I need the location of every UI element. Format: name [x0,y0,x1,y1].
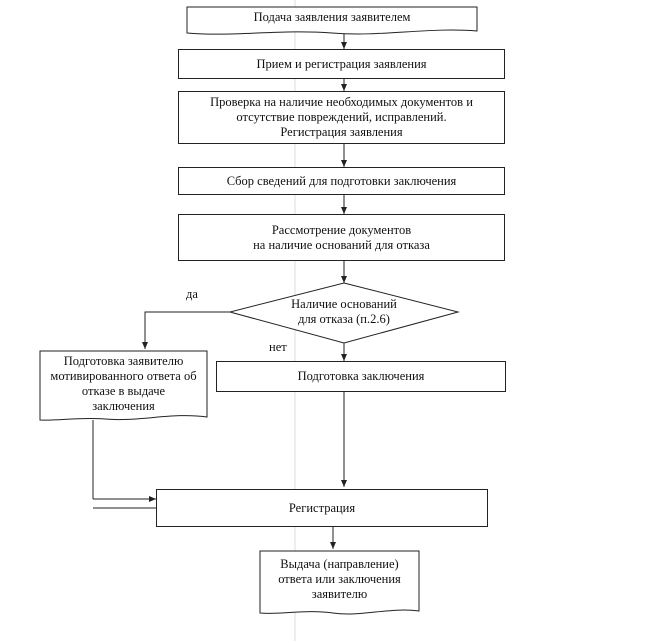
step-receive: Прием и регистрация заявления [178,49,505,79]
arrow-yes-branch [142,311,230,349]
step-check: Проверка на наличие необходимых документ… [178,91,505,144]
step-refusal: Подготовка заявителю мотивированного отв… [50,354,197,413]
label-yes: да [186,287,198,301]
step-review: Рассмотрение документов на наличие основ… [178,214,505,261]
step-collect: Сбор сведений для подготовки заключения [178,167,505,195]
step-conclusion: Подготовка заключения [216,361,506,392]
issue-doc-shape [259,550,420,615]
step-decision: Наличие оснований для отказа (п.2.6) [291,297,397,326]
label-no: нет [269,340,287,354]
step-submit: Подача заявления заявителем [253,10,411,24]
step-issue: Выдача (направление) ответа или заключен… [278,557,401,601]
refusal-doc-shape [39,350,208,421]
submit-doc-shape [186,6,478,35]
step-registration: Регистрация [156,489,488,527]
